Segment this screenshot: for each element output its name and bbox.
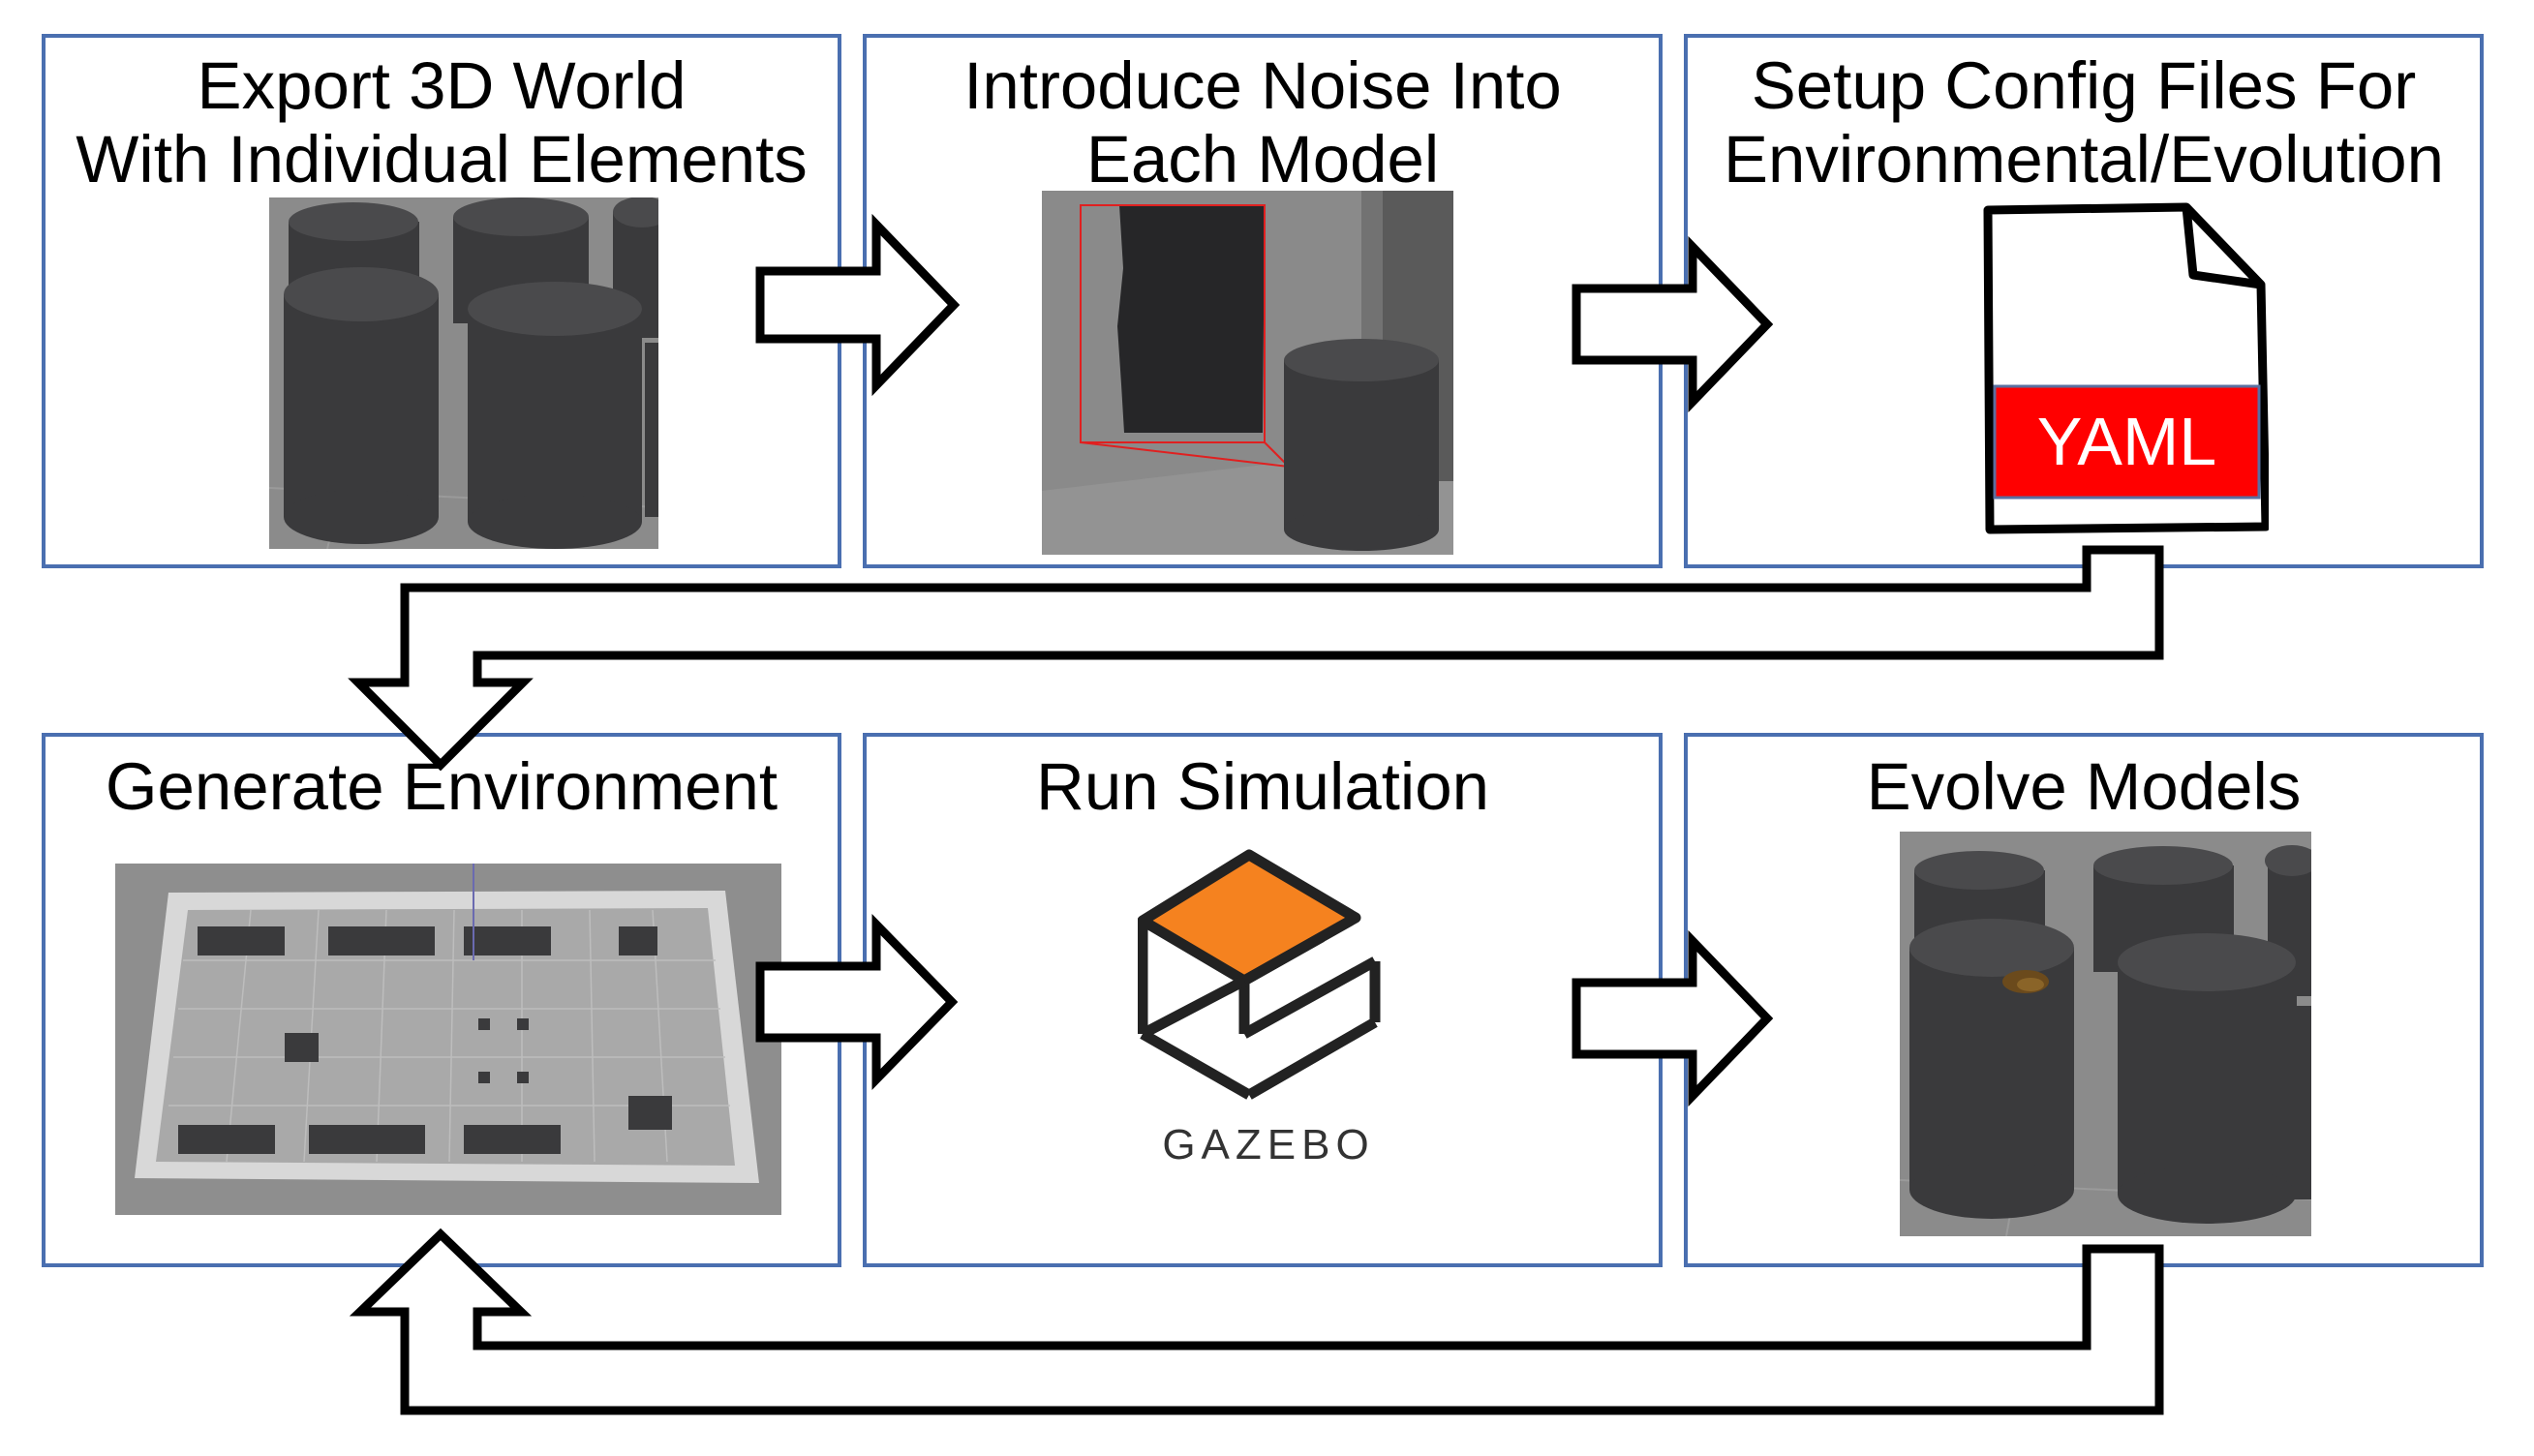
cylinders-render [269, 197, 658, 549]
step-title-line1: Run Simulation [1036, 749, 1489, 824]
step-title-line1: Introduce Noise Into [963, 48, 1562, 123]
step-title-line2: With Individual Elements [76, 122, 808, 197]
step-title: Generate Environment [46, 750, 838, 824]
yaml-badge-label: YAML [2036, 404, 2217, 479]
step-title: Introduce Noise Into Each Model [867, 49, 1659, 197]
noisy-cylinder-render [1042, 191, 1453, 555]
step-title: Run Simulation [867, 750, 1659, 824]
warehouse-environment-render [115, 864, 781, 1215]
step-run-simulation: Run Simulation GAZEBO [863, 733, 1663, 1267]
gazebo-logo: GAZEBO [1138, 845, 1399, 1174]
step-introduce-noise: Introduce Noise Into Each Model [863, 34, 1663, 568]
step-title-line1: Setup Config Files For [1751, 48, 2417, 123]
step-title-line1: Export 3D World [197, 48, 687, 123]
step-title-line2: Environmental/Evolution [1723, 122, 2445, 197]
step-title: Evolve Models [1688, 750, 2480, 824]
step-title: Export 3D World With Individual Elements [46, 49, 838, 197]
evolved-cylinders-render [1900, 832, 2311, 1236]
yaml-file-icon: YAML [1978, 202, 2269, 570]
step-title-line1: Evolve Models [1866, 749, 2302, 824]
step-setup-config: Setup Config Files For Environmental/Evo… [1684, 34, 2484, 568]
step-export-world: Export 3D World With Individual Elements [42, 34, 841, 568]
step-generate-environment: Generate Environment [42, 733, 841, 1267]
step-title: Setup Config Files For Environmental/Evo… [1688, 49, 2480, 197]
gazebo-wordmark: GAZEBO [1162, 1121, 1375, 1168]
step-evolve-models: Evolve Models [1684, 733, 2484, 1267]
step-title-line1: Generate Environment [105, 749, 779, 824]
step-title-line2: Each Model [1085, 122, 1440, 197]
